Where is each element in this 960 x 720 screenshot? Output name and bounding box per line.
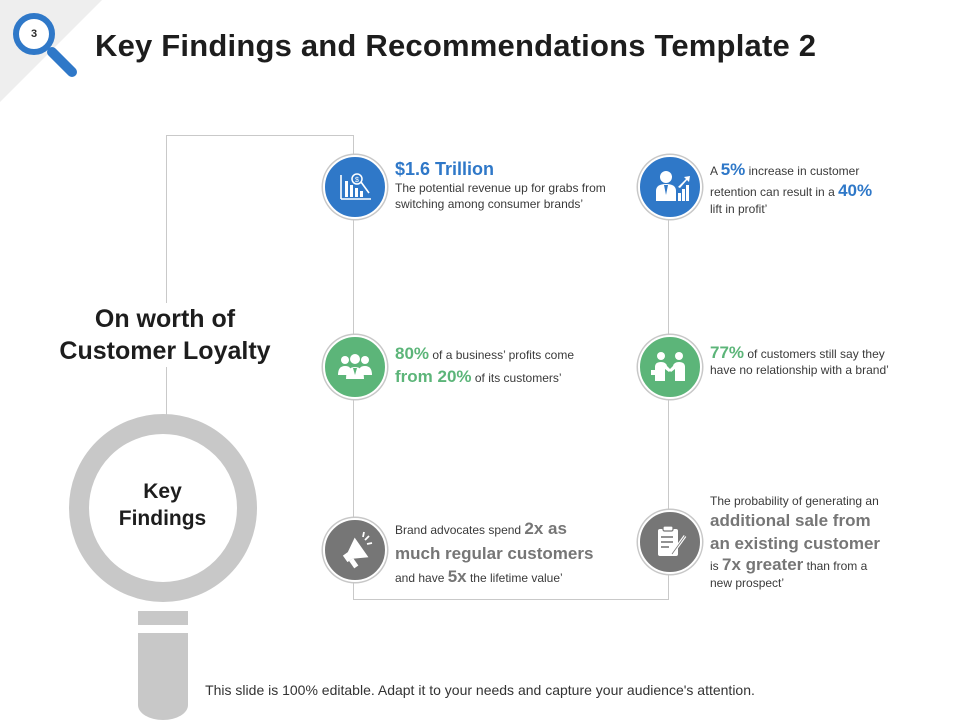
- finding-text: lift in profit’: [710, 202, 768, 216]
- finding-5: Brand advocates spend 2x as much regular…: [395, 517, 645, 590]
- magnifier-graphic-icon: [69, 414, 257, 720]
- chart-dollar-icon: $: [340, 173, 371, 200]
- finding-text: of a business’ profits come: [429, 348, 574, 362]
- finding-6: The probability of generating an additio…: [710, 493, 960, 590]
- handshake-icon: [651, 352, 685, 381]
- finding-stat: 2x as: [524, 519, 567, 538]
- finding-stat: 7x greater: [722, 555, 804, 574]
- finding-text: Brand advocates spend: [395, 523, 525, 537]
- finding-3: 80% of a business’ profits come from 20%…: [395, 343, 635, 389]
- finding-3-icon-circle: [323, 335, 387, 399]
- page-number: 3: [30, 28, 38, 40]
- finding-2-icon-circle: [638, 155, 702, 219]
- svg-text:$: $: [355, 177, 359, 184]
- finding-stat: from 20%: [395, 367, 472, 386]
- finding-text: have no relationship with a brand’: [710, 363, 889, 377]
- finding-stat: 5x: [447, 567, 467, 586]
- key-findings-label: Key Findings: [100, 478, 225, 532]
- finding-4-icon-circle: [638, 335, 702, 399]
- finding-2: A 5% increase in customer retention can …: [710, 160, 950, 216]
- finding-text: and have: [395, 571, 448, 585]
- finding-text: is: [710, 559, 722, 573]
- finding-text: the lifetime value’: [466, 571, 563, 585]
- finding-text: of its customers’: [471, 371, 562, 385]
- finding-stat: additional sale from: [710, 511, 871, 530]
- finding-1-icon-circle: $: [323, 155, 387, 219]
- finding-stat: 5%: [720, 160, 746, 179]
- key-line: Findings: [118, 507, 207, 530]
- finding-stat: 77%: [710, 343, 745, 362]
- finding-headline: $1.6 Trillion: [395, 159, 495, 179]
- connector-line: [353, 599, 669, 600]
- subject-line: Customer Loyalty: [59, 337, 271, 365]
- subject-line: On worth of: [94, 305, 236, 333]
- finding-4: 77% of customers still say they have no …: [710, 343, 950, 378]
- finding-6-icon-circle: [638, 510, 702, 574]
- finding-1: $1.6 Trillion The potential revenue up f…: [395, 158, 635, 212]
- team-icon: [338, 354, 372, 379]
- megaphone-icon: [342, 531, 373, 569]
- finding-text: than from a: [803, 559, 868, 573]
- finding-text: The potential revenue up for grabs from: [395, 181, 606, 195]
- finding-text: of customers still say they: [744, 347, 885, 361]
- key-line: Key: [143, 480, 182, 503]
- finding-stat: an existing customer: [710, 534, 881, 553]
- connector-line: [166, 135, 354, 136]
- connector-line: [166, 135, 167, 425]
- finding-text: switching among consumer brands’: [395, 197, 584, 211]
- finding-5-icon-circle: [323, 518, 387, 582]
- page-title: Key Findings and Recommendations Templat…: [95, 28, 817, 63]
- finding-stat: 40%: [838, 181, 873, 200]
- finding-text: increase in customer: [745, 164, 860, 178]
- footer-note: This slide is 100% editable. Adapt it to…: [205, 682, 755, 698]
- finding-text: new prospect’: [710, 576, 785, 590]
- finding-stat: much regular customers: [395, 544, 594, 563]
- finding-text: retention can result in a: [710, 185, 839, 199]
- finding-text: The probability of generating an: [710, 494, 879, 508]
- finding-stat: 80%: [395, 344, 430, 363]
- finding-text: A: [710, 164, 721, 178]
- subject-heading: On worth of Customer Loyalty: [30, 303, 300, 367]
- businessman-growth-icon: [656, 171, 690, 201]
- magnifier-logo-icon: [13, 13, 77, 77]
- clipboard-icon: [658, 525, 687, 556]
